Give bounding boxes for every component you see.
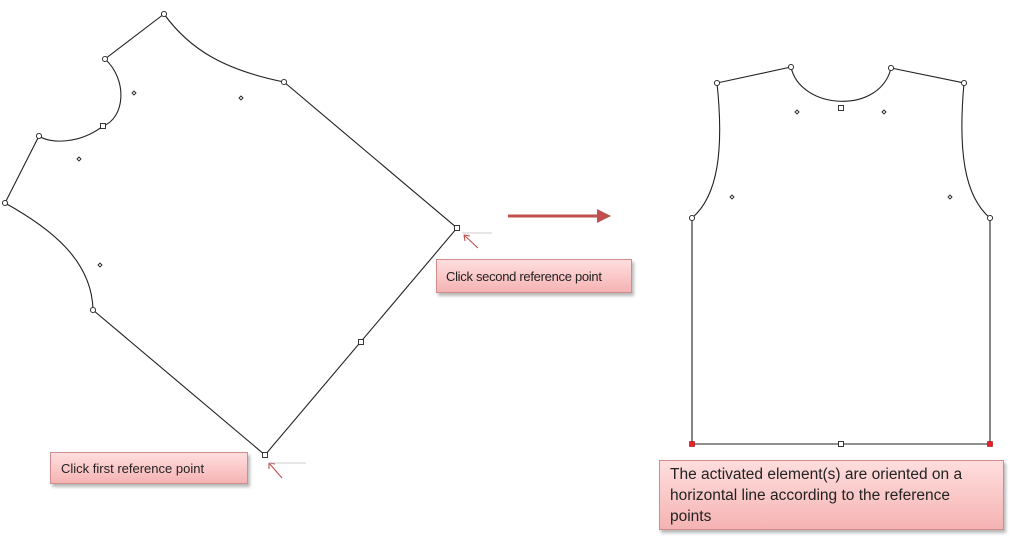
midpoint-marker xyxy=(838,105,844,111)
control-point xyxy=(131,90,137,96)
vertex-point xyxy=(280,78,288,86)
control-point xyxy=(76,156,82,162)
control-point xyxy=(238,95,244,101)
midpoint-marker xyxy=(100,123,106,129)
vertex-point xyxy=(713,79,721,87)
callout-first-reference-point: Click first reference point xyxy=(50,452,248,484)
control-point xyxy=(794,109,800,115)
vertex-point xyxy=(89,306,97,314)
vertex-point xyxy=(787,63,795,71)
pattern-outline-oriented xyxy=(691,66,991,445)
reference-point-second-oriented xyxy=(987,441,993,447)
callout-result-description: The activated element(s) are oriented on… xyxy=(659,460,1004,530)
vertex-point xyxy=(35,132,43,140)
vertex-point xyxy=(960,79,968,87)
midpoint-marker xyxy=(358,339,364,345)
callout-second-label: Click second reference point xyxy=(446,269,602,284)
callout-result-label: The activated element(s) are oriented on… xyxy=(670,466,963,525)
reference-point-second xyxy=(454,225,460,231)
control-point xyxy=(97,262,103,268)
rotated-pattern-points xyxy=(1,10,460,458)
reference-point-first xyxy=(262,452,268,458)
callout-first-label: Click first reference point xyxy=(61,461,205,476)
cursor-arrow-icon xyxy=(462,232,492,249)
control-point xyxy=(729,194,735,200)
cursor-arrow-icon xyxy=(268,462,306,479)
oriented-pattern-points xyxy=(688,63,994,447)
control-point xyxy=(881,109,887,115)
vertex-point xyxy=(887,64,895,72)
vertex-point xyxy=(101,55,109,63)
rotated-pattern-piece xyxy=(4,13,458,456)
reference-point-markers xyxy=(689,441,993,447)
callout-second-reference-point: Click second reference point xyxy=(436,259,632,293)
control-point xyxy=(947,194,953,200)
vertex-point xyxy=(688,214,696,222)
vertex-point xyxy=(1,199,9,207)
reference-point-first-oriented xyxy=(689,441,695,447)
vertex-point xyxy=(160,10,168,18)
oriented-pattern-piece xyxy=(691,66,991,445)
midpoint-marker xyxy=(838,441,844,447)
right-arrow-icon xyxy=(508,209,611,223)
vertex-point xyxy=(986,214,994,222)
pattern-outline-rotated xyxy=(4,13,458,456)
